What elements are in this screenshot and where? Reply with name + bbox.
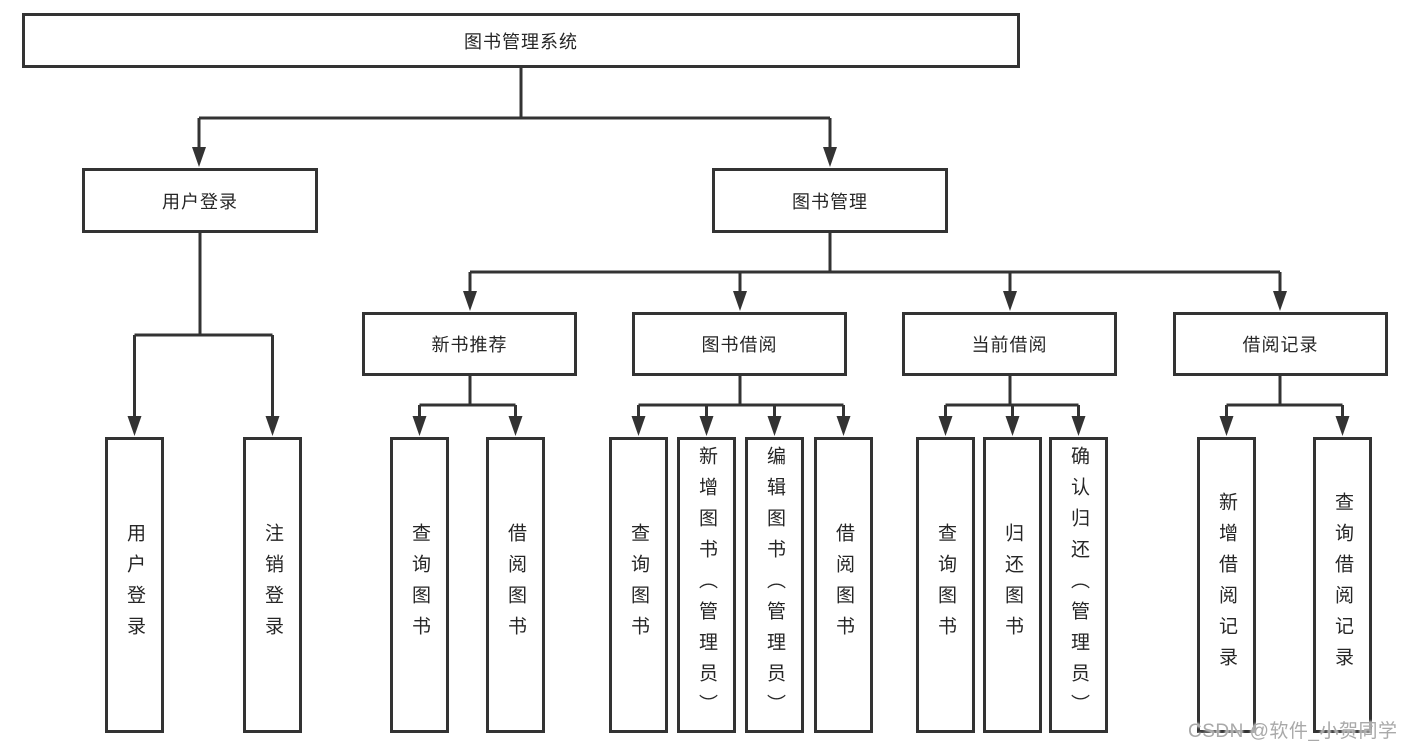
leaf-add-borrow-record: 新增借阅记录: [1197, 437, 1256, 733]
node-label: 确认归还（管理员）: [1068, 445, 1089, 725]
tree-edges: [133, 68, 1344, 419]
node-label: 借阅记录: [1242, 335, 1319, 355]
node-borrowing-records: 借阅记录: [1173, 312, 1388, 376]
leaf-confirm-return-admin: 确认归还（管理员）: [1049, 437, 1108, 733]
node-label: 编辑图书（管理员）: [764, 445, 785, 725]
leaf-edit-book-admin: 编辑图书（管理员）: [745, 437, 804, 733]
leaf-return-book: 归还图书: [983, 437, 1042, 733]
node-label: 当前借阅: [971, 335, 1048, 355]
node-label: 借阅图书: [505, 523, 526, 647]
node-current-borrowing: 当前借阅: [902, 312, 1117, 376]
arrowheads: [127, 147, 1350, 436]
leaf-borrow-books-recommend: 借阅图书: [486, 437, 545, 733]
leaf-query-books-current: 查询图书: [916, 437, 975, 733]
node-library-system: 图书管理系统: [22, 13, 1020, 68]
leaf-user-login: 用户登录: [105, 437, 164, 733]
node-label: 查询图书: [935, 523, 956, 647]
node-user-login: 用户登录: [82, 168, 318, 233]
leaf-query-borrow-record: 查询借阅记录: [1313, 437, 1372, 733]
node-book-borrowing: 图书借阅: [632, 312, 847, 376]
watermark: CSDN @软件_小贺同学: [1188, 721, 1398, 742]
leaf-logout: 注销登录: [243, 437, 302, 733]
node-label: 用户登录: [162, 191, 238, 212]
node-book-management: 图书管理: [712, 168, 948, 233]
node-new-book-recommend: 新书推荐: [362, 312, 577, 376]
node-label: 查询图书: [409, 523, 430, 647]
leaf-add-book-admin: 新增图书（管理员）: [677, 437, 736, 733]
node-label: 新书推荐: [431, 335, 508, 355]
node-label: 新增借阅记录: [1216, 492, 1237, 678]
node-label: 借阅图书: [833, 523, 854, 647]
leaf-query-books-recommend: 查询图书: [390, 437, 449, 733]
node-label: 查询图书: [628, 523, 649, 647]
leaf-borrow-books: 借阅图书: [814, 437, 873, 733]
node-label: 用户登录: [124, 523, 145, 647]
node-label: 查询借阅记录: [1332, 492, 1353, 678]
node-label: 图书管理系统: [464, 31, 578, 52]
node-label: 新增图书（管理员）: [696, 445, 717, 725]
node-label: 归还图书: [1002, 523, 1023, 647]
node-label: 图书管理: [792, 191, 868, 212]
leaf-query-books-borrow: 查询图书: [609, 437, 668, 733]
node-label: 图书借阅: [701, 335, 778, 355]
node-label: 注销登录: [262, 523, 283, 647]
